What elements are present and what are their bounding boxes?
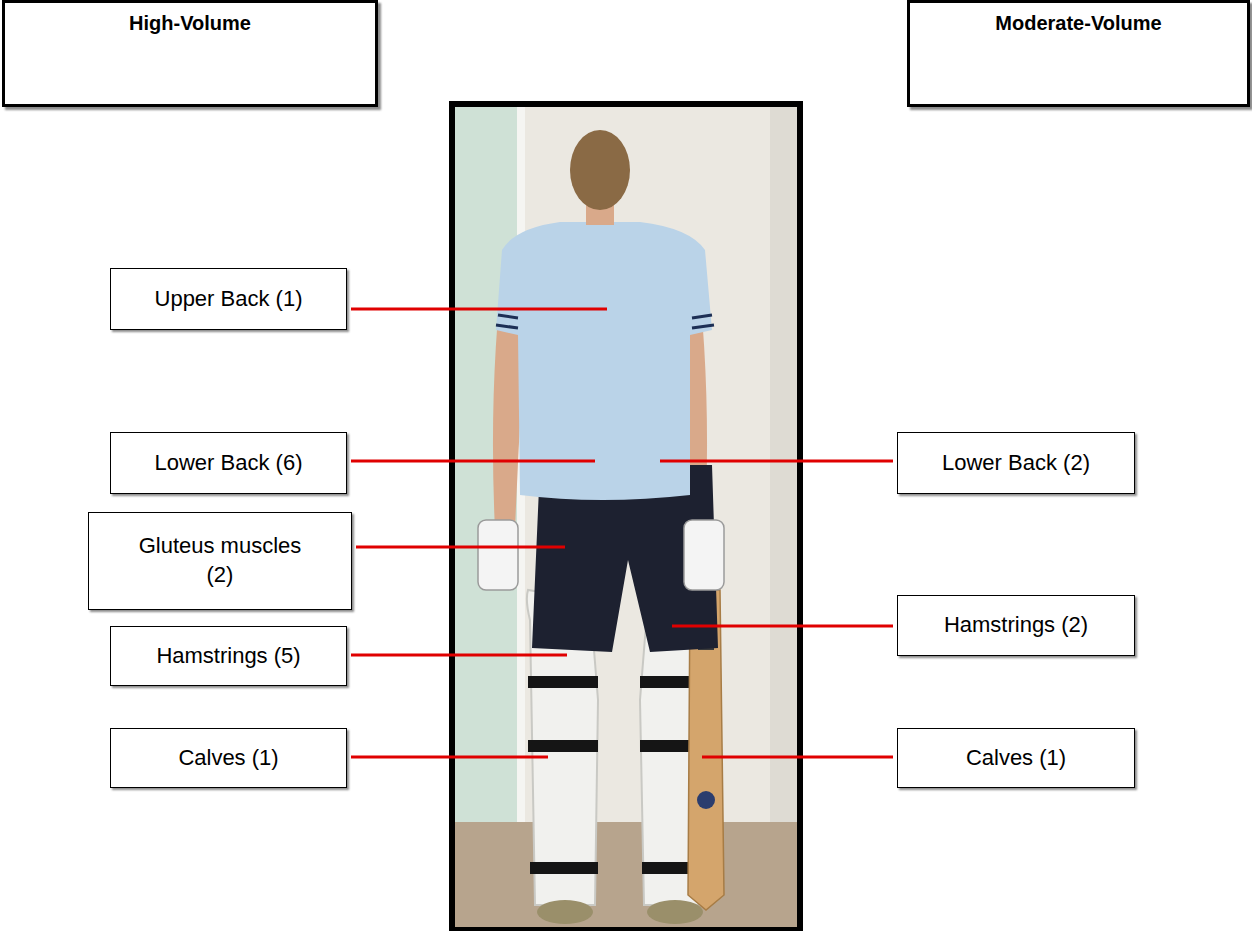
shirt: [496, 222, 712, 500]
pad-strap: [528, 740, 598, 752]
photo-ground: [455, 107, 797, 928]
leader-lines: [351, 309, 893, 757]
shoe: [647, 900, 703, 924]
label-text: Hamstrings (5): [156, 642, 300, 671]
pad-strap: [528, 676, 598, 688]
label-text: Lower Back (2): [942, 449, 1090, 478]
photo-frame: [452, 104, 800, 930]
label-box: Lower Back (2): [897, 432, 1135, 494]
leader-line: [351, 308, 607, 311]
label-box: Upper Back (1): [110, 268, 347, 330]
label-text: Calves (1): [966, 744, 1066, 773]
hair: [570, 130, 630, 210]
leader-line: [660, 460, 893, 463]
carpet: [455, 822, 797, 928]
shoe: [537, 900, 593, 924]
label-text: Calves (1): [178, 744, 278, 773]
sleeve-stripe: [692, 315, 714, 328]
label-box: Calves (1): [110, 728, 347, 788]
label-box: Lower Back (6): [110, 432, 347, 494]
label-box: Hamstrings (5): [110, 626, 347, 686]
glove: [478, 520, 518, 590]
label-text: Moderate-Volume: [995, 12, 1161, 35]
header-box: High-Volume: [2, 0, 378, 107]
label-box: Calves (1): [897, 728, 1135, 788]
label-text: Gluteus muscles (2): [135, 532, 305, 589]
label-text: Hamstrings (2): [944, 611, 1088, 640]
label-text: Upper Back (1): [155, 285, 303, 314]
label-box: Hamstrings (2): [897, 595, 1135, 656]
label-text: High-Volume: [129, 12, 251, 35]
leader-line: [351, 654, 567, 657]
leader-line: [672, 625, 893, 628]
leader-line: [351, 460, 595, 463]
leader-line: [702, 756, 893, 759]
wall-right: [770, 107, 797, 827]
leader-line: [351, 756, 548, 759]
label-box: Gluteus muscles (2): [88, 512, 352, 610]
label-text: Lower Back (6): [155, 449, 303, 478]
sleeve-stripe: [496, 315, 518, 328]
leader-line: [356, 546, 565, 549]
bat-logo: [697, 791, 715, 809]
glove: [684, 520, 724, 590]
header-box: Moderate-Volume: [907, 0, 1250, 107]
pad-strap: [530, 862, 598, 874]
